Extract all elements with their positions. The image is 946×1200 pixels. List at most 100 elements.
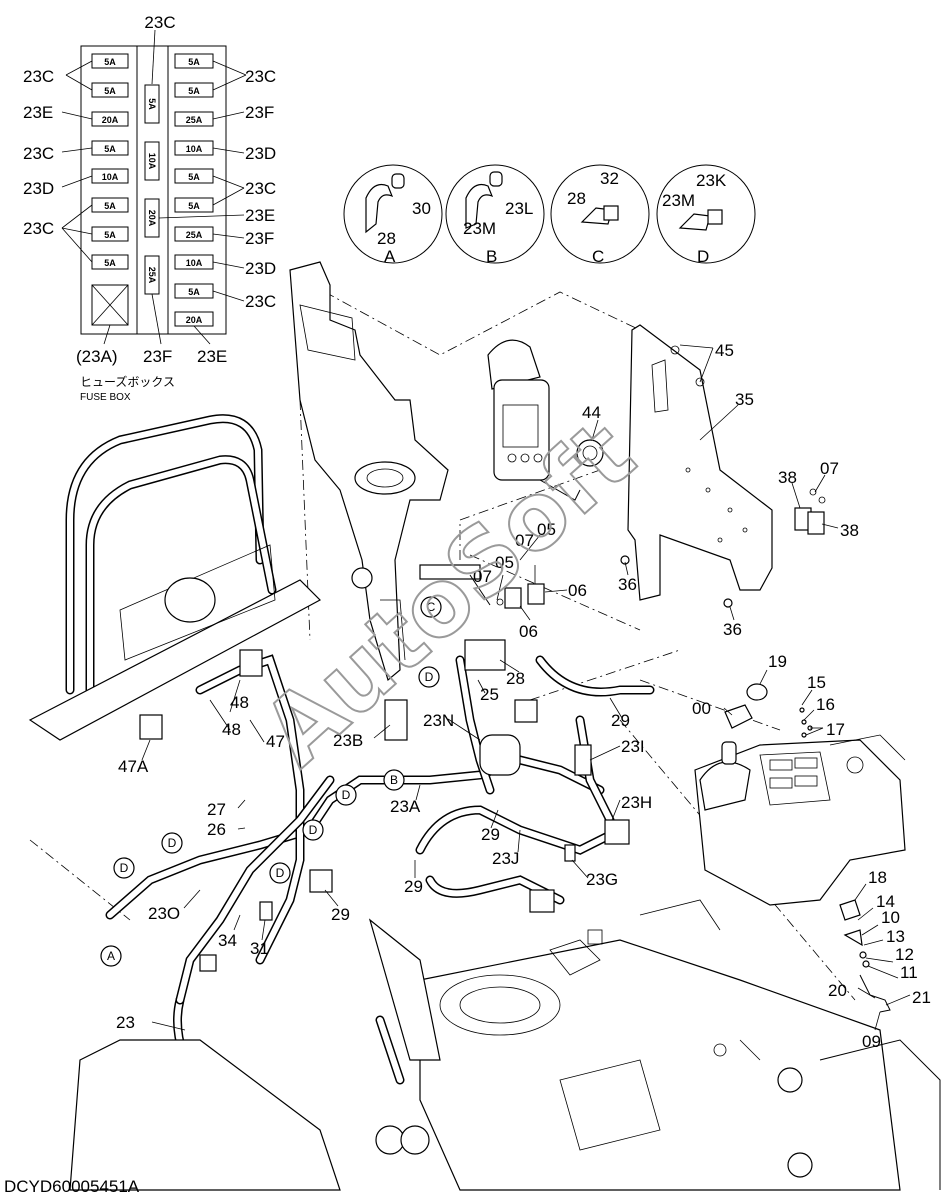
callout-07: 07 [515,531,534,550]
ref-marker-d: D [276,866,285,880]
ref-marker-d: D [120,861,129,875]
fuse-column-left: 5A 5A 20A 5A 10A 5A 5A 5A [91,53,129,270]
fuse-label: 5A [104,57,116,67]
callout-36: 36 [618,575,637,594]
part-44-grommet [576,439,604,467]
callout-07: 07 [820,459,839,478]
callout-06: 06 [519,622,538,641]
connector-23H [604,819,630,845]
detail-b-part-23M: 23M [463,219,496,238]
callout-10: 10 [881,908,900,927]
fuse-column-middle: 5A 10A 20A 25A [144,84,160,295]
fuse-box-caption-en: FUSE BOX [80,392,131,403]
fuse-label: 25A [186,230,203,240]
callout-38: 38 [778,468,797,487]
fuse-box-label: 23C [245,179,276,198]
fuse-label: 25A [147,267,157,284]
fuse-box-label: 23C [23,219,54,238]
callout-07: 07 [473,567,492,586]
ref-marker-d: D [425,670,434,684]
callout-38: 38 [840,521,859,540]
cab-left-panel [289,261,449,682]
detail-a-part-30: 30 [412,199,431,218]
callout-11: 11 [900,963,918,982]
callout-19: 19 [768,652,787,671]
detail-b: 23L 23M B [445,164,545,266]
connector-23B [384,699,408,741]
callout-17: 17 [826,720,845,739]
fuse-box-label: 23E [23,103,53,122]
fuse-box-label: 23C [144,13,175,32]
callout-28: 28 [506,669,525,688]
switch-blocks [419,564,545,609]
fuse-box-label: 23E [197,347,227,366]
fuse-label: 5A [147,98,157,110]
callout-23G: 23G [586,870,618,889]
callout-47: 47 [266,732,285,751]
callout-23A: 23A [390,797,421,816]
fuse-label: 10A [147,153,157,170]
fuse-box-label: 23F [143,347,172,366]
callout-23B: 23B [333,731,363,750]
fuse-box-label: 23C [23,144,54,163]
ref-marker-c: C [427,600,436,614]
handrail [28,414,321,741]
fuse-label: 5A [188,86,200,96]
callout-12: 12 [895,945,914,964]
fuse-label: 5A [188,287,200,297]
fuse-column-right: 5A 5A 25A 10A 5A 5A 25A 10A 5A 20A [174,53,214,327]
detail-a-part-28: 28 [377,229,396,248]
callout-44: 44 [582,403,601,422]
callout-labels: 45 35 44 38 07 38 36 36 05 07 05 07 06 0… [116,341,931,1051]
detail-b-title: B [486,247,497,266]
fuse-box-label: 23C [245,292,276,311]
part-00 [724,704,753,729]
callout-23O: 23O [148,904,180,923]
callout-23: 23 [116,1013,135,1032]
ref-marker-a: A [107,949,115,963]
ref-marker-b: B [390,773,398,787]
connector-block [464,639,506,671]
callout-09: 09 [862,1032,881,1051]
fuse-label: 5A [104,258,116,268]
callout-14: 14 [876,892,895,911]
callout-00: 00 [692,699,711,718]
fuse-label: 5A [104,230,116,240]
fuse-label: 10A [186,258,203,268]
callout-25: 25 [480,685,499,704]
fuse-label: 5A [104,201,116,211]
callout-15: 15 [807,673,826,692]
detail-a: 30 28 A [343,164,443,266]
callout-13: 13 [886,927,905,946]
callout-35: 35 [735,390,754,409]
callout-26: 26 [207,820,226,839]
fuse-label: 20A [102,115,119,125]
callout-34: 34 [218,931,237,950]
detail-c-title: C [592,247,604,266]
right-bracket [627,324,773,601]
fuse-label: 5A [188,172,200,182]
fuse-label: 20A [147,210,157,227]
fuse-box-label: 23F [245,229,274,248]
detail-d-title: D [697,247,709,266]
fuse-box-label: 23D [245,259,276,278]
fuse-label: 10A [186,144,203,154]
fuse-box-label: 23D [245,144,276,163]
callout-29: 29 [481,825,500,844]
callout-18: 18 [868,868,887,887]
small-hardware-right [799,707,891,1013]
callout-23H: 23H [621,793,652,812]
detail-c-part-32: 32 [600,169,619,188]
knob-19 [746,683,768,701]
detail-a-title: A [384,247,396,266]
callout-36: 36 [723,620,742,639]
ref-marker-d: D [342,788,351,802]
callout-47A: 47A [118,757,149,776]
callout-29: 29 [404,877,423,896]
reference-markers: A B C D D D D D D [100,596,442,967]
callout-06: 06 [568,581,587,600]
fuse-box: 5A 5A 20A 5A 10A 5A 5A 5A 5A 10A 20A 25A… [23,13,276,403]
fuse-label: 5A [104,86,116,96]
callout-23I: 23I [621,737,645,756]
callout-16: 16 [816,695,835,714]
